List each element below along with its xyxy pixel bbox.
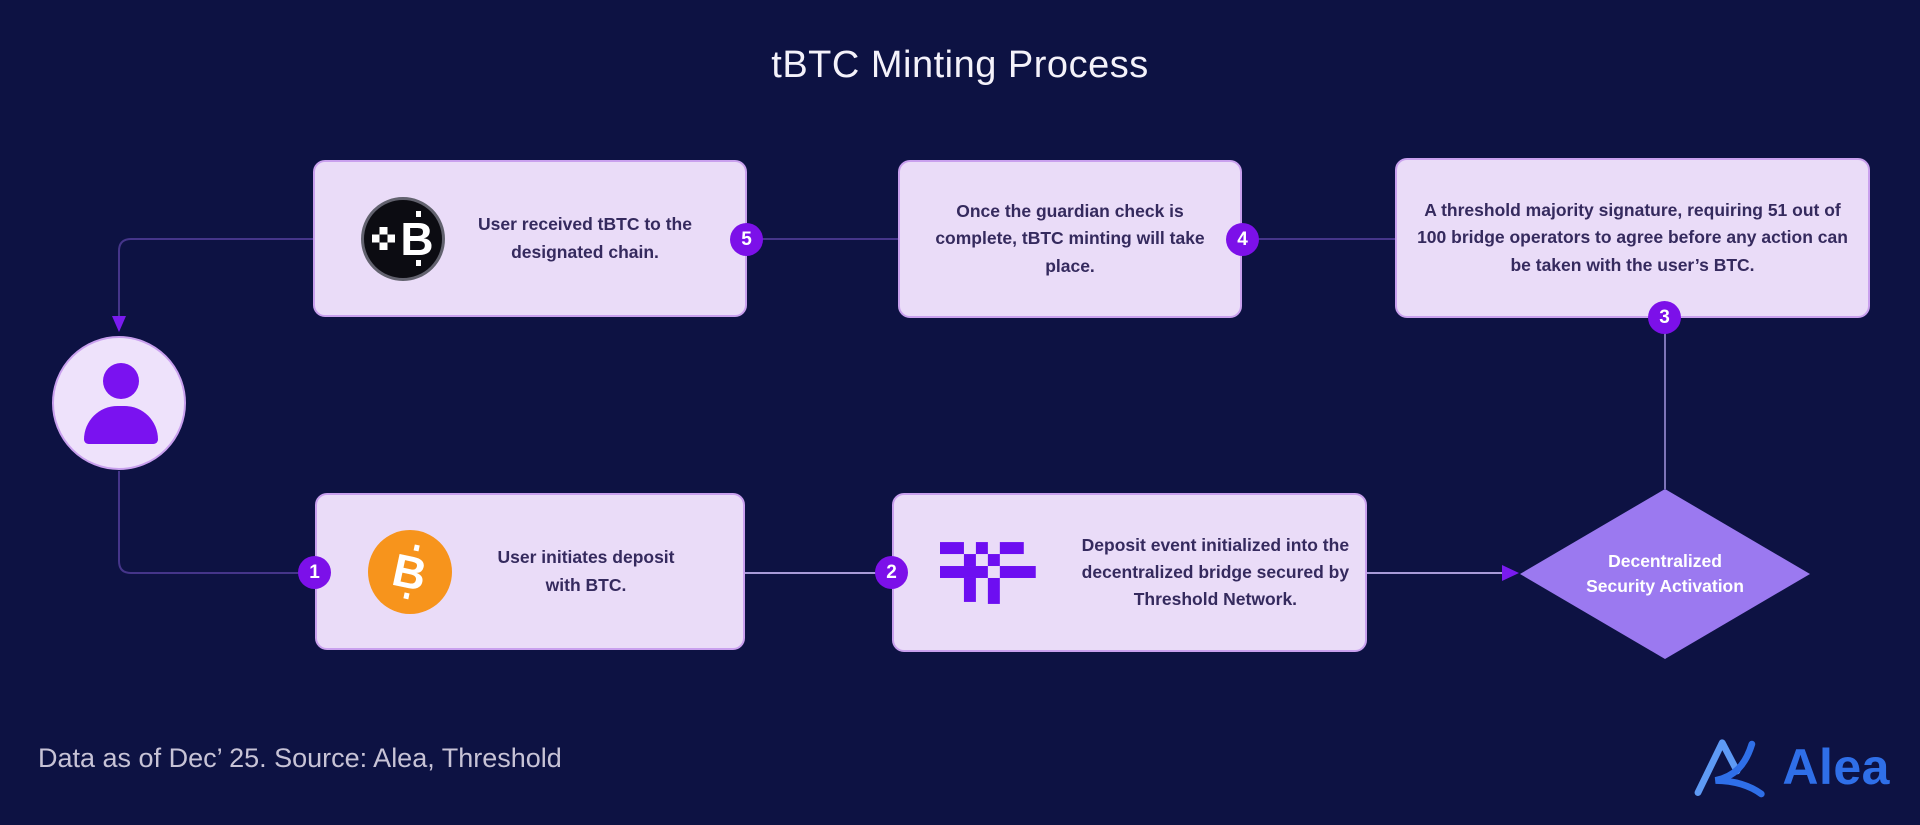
- step-2-text: Deposit event initialized into the decen…: [1081, 534, 1350, 610]
- decision-label: Decentralized Security Activation: [1586, 550, 1744, 596]
- bitcoin-b-glyph: B: [388, 542, 432, 601]
- tbtc-icon: B: [361, 196, 445, 281]
- step-3-card: A threshold majority signature, requirin…: [1395, 158, 1870, 318]
- footer-note: Data as of Dec’ 25. Source: Alea, Thresh…: [38, 743, 562, 773]
- step-4-badge: 4: [1226, 223, 1259, 256]
- step-4-text: Once the guardian check is complete, tBT…: [935, 201, 1205, 276]
- step-2-card: Deposit event initialized into the decen…: [892, 493, 1367, 652]
- step-5-card: B User received tBTC to the designated c…: [313, 160, 747, 317]
- alea-logo: Alea: [1694, 736, 1890, 798]
- step-5-badge: 5: [730, 223, 763, 256]
- step-3-badge: 3: [1648, 301, 1681, 334]
- user-avatar: [52, 336, 186, 470]
- step-1-badge: 1: [298, 556, 331, 589]
- step-3-text: A threshold majority signature, requirin…: [1417, 200, 1848, 275]
- step-1-card: B User initiates deposit with BTC.: [315, 493, 745, 650]
- tbtc-cross-icon: [372, 227, 396, 250]
- alea-logo-mark: [1694, 739, 1766, 798]
- step-1-text: User initiates deposit with BTC.: [497, 547, 675, 595]
- step-4-card: Once the guardian check is complete, tBT…: [898, 160, 1242, 318]
- bitcoin-icon: B: [368, 529, 452, 614]
- step-5-text: User received tBTC to the designated cha…: [478, 214, 692, 262]
- threshold-icon: [940, 541, 1036, 604]
- page-title: tBTC Minting Process: [771, 44, 1149, 86]
- alea-logo-text: Alea: [1782, 739, 1890, 795]
- tbtc-b-glyph: B: [400, 210, 434, 266]
- step-2-badge: 2: [875, 556, 908, 589]
